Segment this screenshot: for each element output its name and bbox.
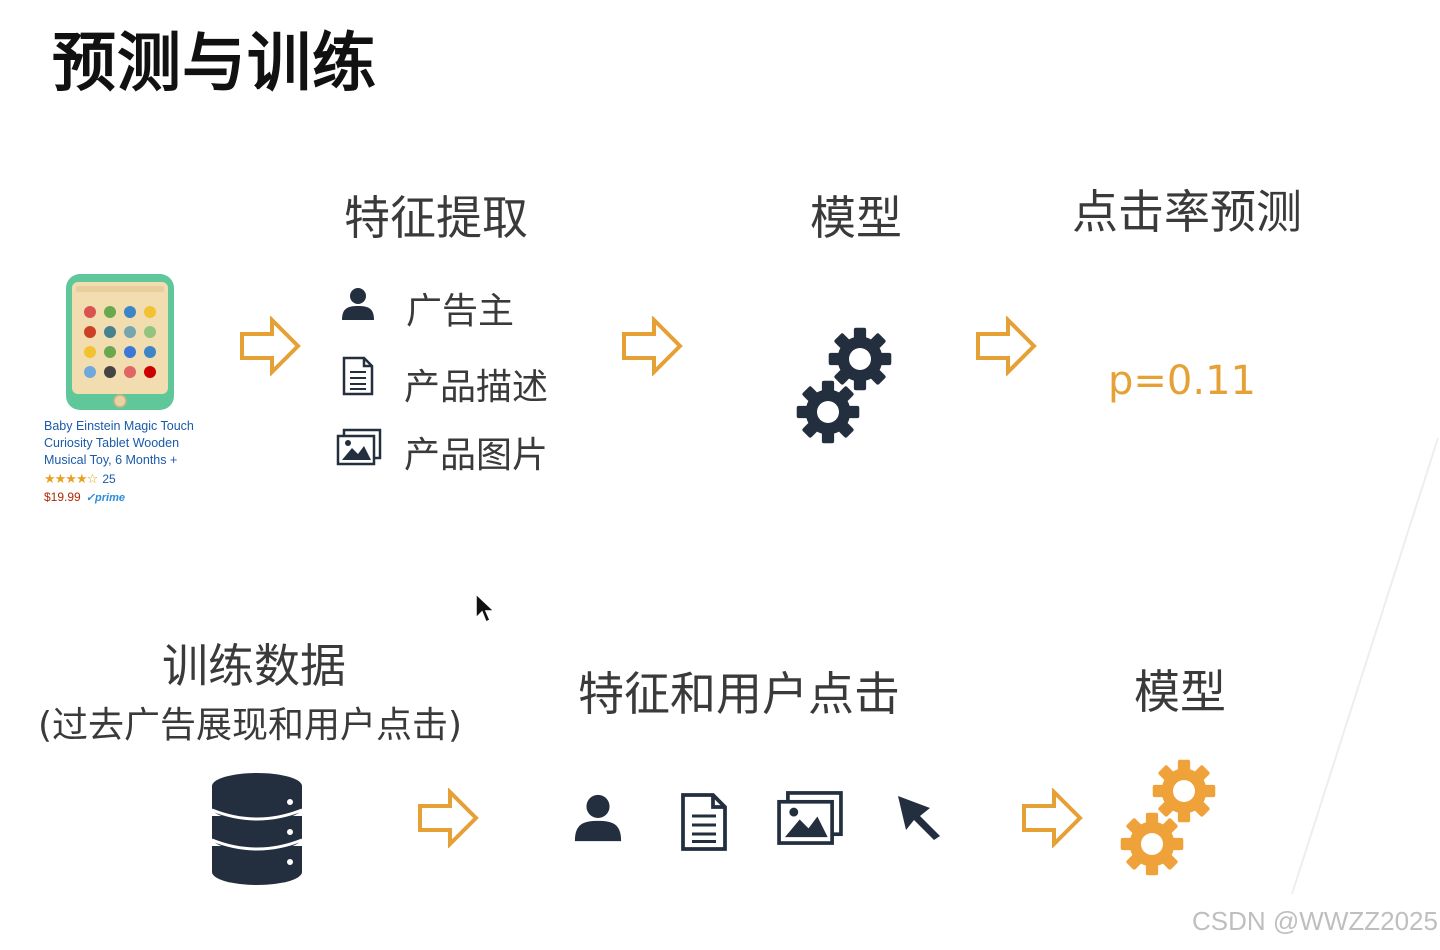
image-icon (336, 428, 382, 466)
cursor-icon (896, 794, 946, 842)
product-title-line[interactable]: Musical Toy, 6 Months + (44, 452, 214, 469)
flow-arrow-icon (620, 316, 684, 376)
training-features-heading: 特征和用户点击 (578, 658, 900, 724)
flow-arrow-icon (1020, 788, 1084, 848)
flow-arrow-icon (416, 788, 480, 848)
watermark: CSDN @WWZZ2025 (1192, 906, 1438, 937)
prime-label: prime (95, 492, 125, 504)
ctr-heading: 点击率预测 (1072, 176, 1302, 242)
gears-icon (1114, 754, 1224, 880)
prime-check-icon: ✓ (86, 492, 95, 504)
training-data-heading: 训练数据 (162, 630, 346, 696)
product-image (62, 272, 178, 414)
database-icon (210, 772, 304, 896)
mouse-pointer-icon (474, 592, 498, 626)
prime-badge: ✓prime (86, 492, 125, 504)
flow-arrow-icon (238, 316, 302, 376)
decorative-line (1290, 436, 1440, 896)
feature-label-description: 产品描述 (404, 358, 548, 410)
user-icon (572, 792, 624, 844)
gears-icon (790, 322, 900, 448)
rating-stars-icon: ★★★★☆ (44, 472, 97, 487)
product-title-line[interactable]: Baby Einstein Magic Touch (44, 418, 214, 435)
ctr-result: p=0.11 (1108, 358, 1256, 404)
product-info: Baby Einstein Magic Touch Curiosity Tabl… (44, 418, 214, 506)
model-heading: 模型 (810, 182, 902, 248)
page-title: 预测与训练 (52, 12, 377, 104)
feature-label-image: 产品图片 (404, 426, 548, 478)
document-icon (680, 792, 728, 852)
training-model-heading: 模型 (1134, 656, 1226, 722)
feature-label-advertiser: 广告主 (406, 282, 514, 334)
training-data-subheading: (过去广告展现和用户点击) (38, 696, 462, 748)
document-icon (342, 356, 374, 396)
product-price: $19.99 (44, 490, 81, 504)
features-heading: 特征提取 (344, 182, 528, 248)
user-icon (340, 286, 376, 322)
flow-arrow-icon (974, 316, 1038, 376)
rating-count[interactable]: 25 (102, 472, 115, 486)
image-icon (776, 790, 844, 846)
product-title-line[interactable]: Curiosity Tablet Wooden (44, 435, 214, 452)
